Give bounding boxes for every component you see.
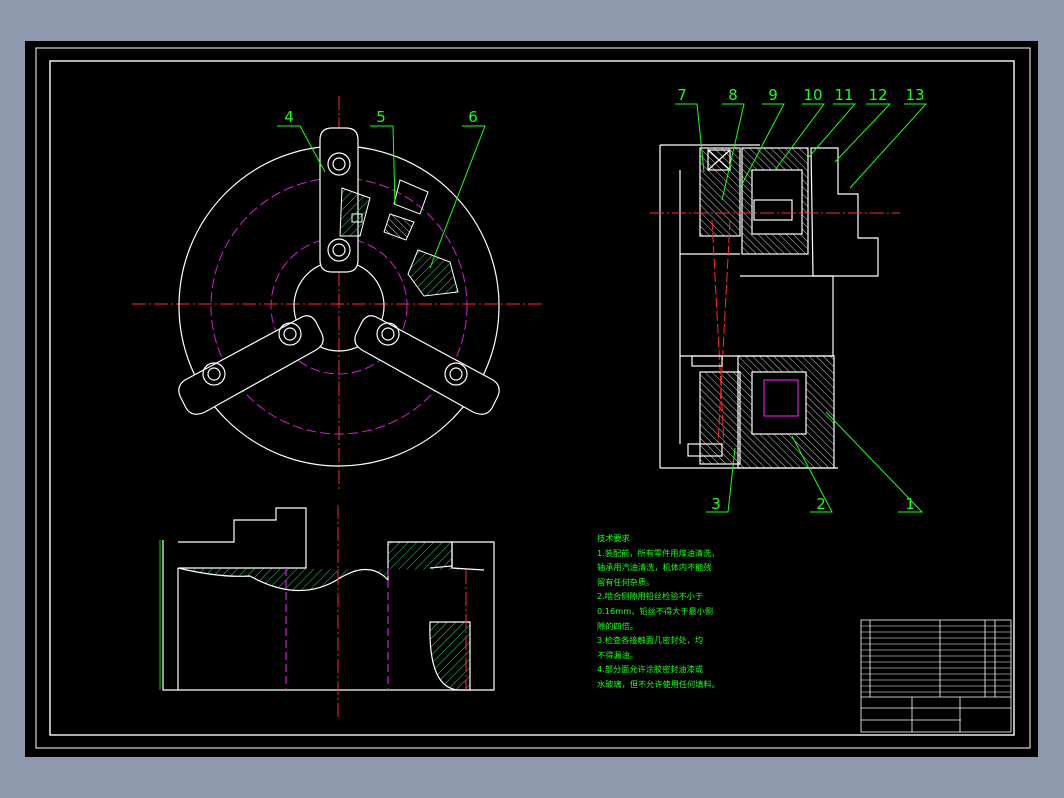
balloon-3: 3: [711, 495, 721, 513]
section-view: [650, 144, 900, 469]
notes-line: 3.检查各接触面几密封处，均: [597, 635, 704, 646]
notes-line: 隙的四倍。: [597, 620, 638, 631]
balloon-11: 11: [834, 86, 853, 104]
notes-line: 水玻璃，但不允许使用任何填料。: [597, 678, 720, 689]
title-block: [860, 619, 1012, 733]
balloon-9: 9: [768, 86, 778, 104]
balloon-8: 8: [728, 86, 738, 104]
notes-line: 不得漏油。: [597, 649, 638, 660]
notes-line: 2.啮合侧隙用铅丝检验不小于: [597, 591, 704, 602]
bottom-view: [159, 505, 495, 720]
inner-frame: [49, 60, 1015, 736]
balloon-6: 6: [468, 108, 478, 126]
balloon-5: 5: [376, 108, 386, 126]
title-block-rows: [861, 625, 1011, 693]
notes-line: 0.16mm，铅丝不得大于最小侧: [597, 605, 714, 616]
balloon-2: 2: [816, 495, 826, 513]
balloon-4: 4: [284, 108, 294, 126]
notes-line: 留有任何杂质。: [597, 576, 655, 587]
notes-line: 1.装配前，所有零件用煤油清洗，: [597, 547, 720, 558]
balloon-10: 10: [803, 86, 822, 104]
technical-requirements: 技术要求 1.装配前，所有零件用煤油清洗， 轴承用汽油清洗，机体内不能残 留有任…: [597, 531, 857, 692]
balloon-7: 7: [677, 86, 687, 104]
front-view: [132, 96, 545, 490]
balloon-12: 12: [868, 86, 887, 104]
balloon-1: 1: [905, 495, 915, 513]
leader-lines: [277, 103, 928, 513]
balloon-13: 13: [905, 86, 924, 104]
notes-title: 技术要求: [597, 533, 630, 543]
notes-line: 轴承用汽油清洗，机体内不能残: [597, 562, 712, 573]
notes-line: 4.部分面允许涂胶密封油漆或: [597, 664, 704, 675]
outer-frame: [35, 47, 1031, 749]
